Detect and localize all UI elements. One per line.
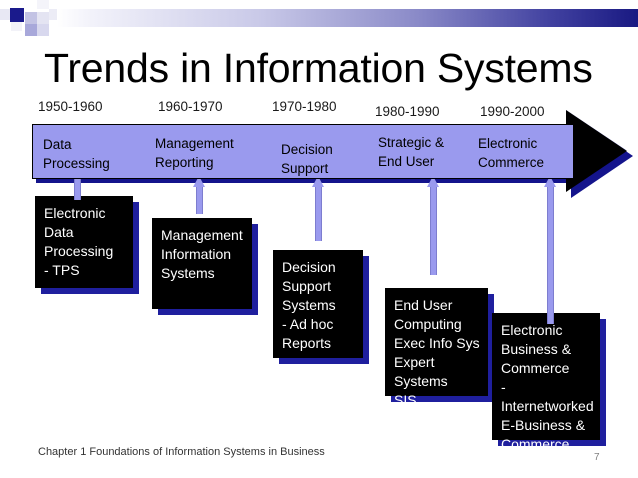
- callout-body: [35, 196, 133, 288]
- connector-shaft: [196, 187, 203, 214]
- connector-management-reporting: [193, 176, 205, 214]
- slide-decoration: [0, 0, 60, 40]
- decoration-square: [37, 24, 49, 36]
- connector-arrowhead-icon: [193, 176, 205, 187]
- decade-label: 1970-1980: [272, 99, 337, 114]
- timeline-phase-label: Decision Support: [281, 142, 333, 176]
- connector-decision-support: [312, 176, 324, 241]
- decoration-square: [25, 0, 37, 12]
- callout-electronic-data-processing: Electronic Data Processing - TPS: [35, 196, 139, 294]
- decade-label: 1980-1990: [375, 104, 440, 119]
- decoration-square: [25, 24, 37, 36]
- connector-data-processing: [74, 178, 82, 200]
- timeline-phase-label: Management Reporting: [155, 136, 234, 170]
- decade-label: 1950-1960: [38, 99, 103, 114]
- decoration-square: [37, 12, 49, 24]
- timeline-phase-label: Data Processing: [43, 137, 110, 171]
- connector-shaft: [315, 187, 322, 241]
- timeline-band: [32, 124, 574, 179]
- callout-management-information-systems: Management Information Systems: [152, 218, 258, 315]
- connector-shaft: [547, 187, 554, 324]
- page-title: Trends in Information Systems: [44, 45, 593, 91]
- decoration-square: [49, 9, 60, 20]
- callout-text: Electronic Data Processing - TPS: [44, 205, 114, 278]
- connector-shaft: [430, 187, 437, 275]
- connector-electronic-commerce: [544, 176, 556, 324]
- callout-decision-support-systems: Decision Support Systems - Ad hoc Report…: [273, 250, 369, 364]
- callout-body: [152, 218, 252, 309]
- timeline-phase-label: Electronic Commerce: [478, 136, 545, 170]
- callout-text: Management Information Systems: [161, 227, 243, 281]
- callout-end-user-computing: End User Computing Exec Info Sys Expert …: [385, 288, 494, 408]
- callout-body: [273, 250, 363, 358]
- slide-footer: Chapter 1 Foundations of Information Sys…: [38, 446, 325, 458]
- slide-page-number: 7: [594, 452, 600, 463]
- decade-label: 1990-2000: [480, 104, 545, 119]
- header-gradient-bar: [57, 9, 638, 27]
- callout-text: Decision Support Systems - Ad hoc Report…: [282, 259, 336, 351]
- decoration-square: [11, 20, 22, 31]
- connector-arrowhead-icon: [312, 176, 324, 187]
- decade-label: 1960-1970: [158, 99, 223, 114]
- connector-arrowhead-icon: [427, 176, 439, 187]
- callout-text: Electronic Business & Commerce -Internet…: [501, 322, 594, 452]
- callout-electronic-business-commerce: Electronic Business & Commerce -Internet…: [492, 313, 606, 452]
- decoration-square: [0, 9, 11, 20]
- decoration-square: [37, 0, 49, 9]
- connector-arrowhead-icon: [544, 176, 556, 187]
- connector-shaft: [74, 178, 81, 200]
- callout-text: End User Computing Exec Info Sys Expert …: [394, 297, 480, 408]
- decoration-square: [0, 20, 11, 31]
- callout-body: [385, 288, 488, 396]
- connector-end-user: [427, 176, 439, 275]
- decoration-square: [10, 8, 24, 22]
- timeline-phase-label: Strategic & End User: [378, 135, 445, 169]
- decoration-square: [25, 12, 37, 24]
- callout-body: [492, 313, 600, 440]
- timeline-arrowhead-outline: [566, 110, 627, 192]
